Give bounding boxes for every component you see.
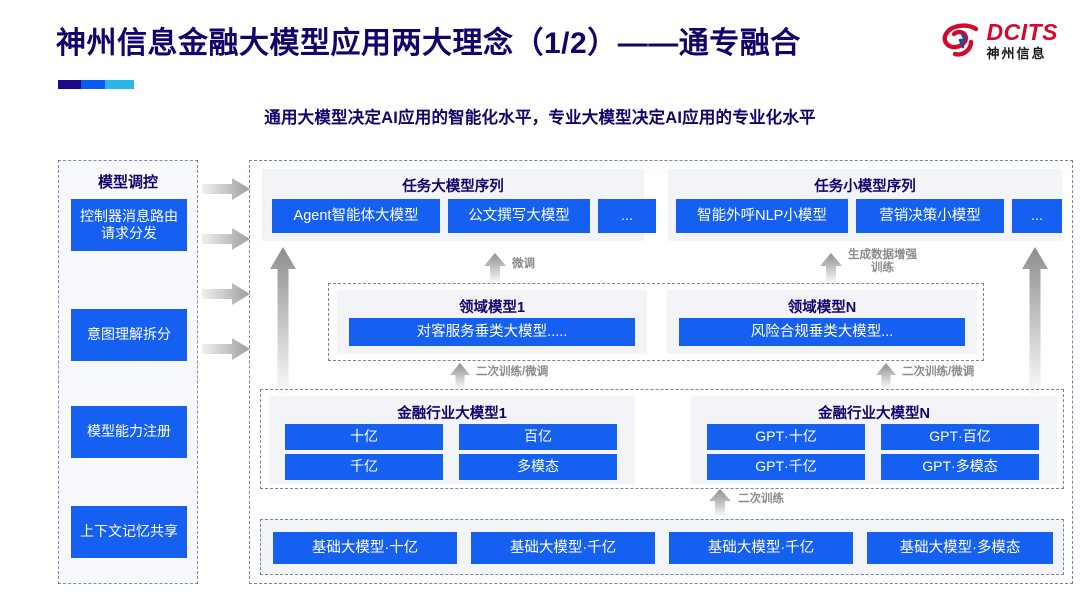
up-arrow-icon [270,247,296,395]
architecture-diagram: 任务大模型序列 Agent智能体大模型 公文撰写大模型 ... 任务小模型序列 … [249,160,1073,584]
domain-model-n-panel: 领域模型N 风险合规垂类大模型... [667,290,977,354]
industry-model-n-title: 金融行业大模型N [818,406,930,422]
industry-model-1-title: 金融行业大模型1 [397,406,507,422]
accent-segment-2 [80,80,106,89]
industry-box-100b[interactable]: 千亿 [285,454,443,480]
domain-model-n-title: 领域模型N [787,300,857,316]
dcits-swirl-icon [941,20,981,60]
industry-box-gpt-10b[interactable]: GPT·百亿 [881,424,1039,450]
task-small-model-panel: 任务小模型序列 智能外呼NLP小模型 营销决策小模型 ... [668,169,1062,241]
logo-name-cn: 神州信息 [986,45,1047,61]
task-large-model-panel: 任务大模型序列 Agent智能体大模型 公文撰写大模型 ... [262,169,656,241]
industry-box-multimodal[interactable]: 多模态 [459,454,617,480]
industry-box-1b[interactable]: 十亿 [285,424,443,450]
right-arrow-icon [202,228,250,250]
task-box-outbound-nlp[interactable]: 智能外呼NLP小模型 [676,199,848,233]
arrow-label-retrain: 二次训练 [738,493,784,505]
domain-layer-group: 领域模型1 对客服务垂类大模型..... 领域模型N 风险合规垂类大模型... [328,283,984,361]
domain-box-customer-service[interactable]: 对客服务垂类大模型..... [349,318,635,346]
accent-segment-1 [58,80,81,89]
foundation-box-100b-b[interactable]: 基础大模型·千亿 [669,532,853,564]
domain-model-1-panel: 领域模型1 对客服务垂类大模型..... [337,290,647,354]
industry-model-n-panel: 金融行业大模型N GPT·十亿 GPT·百亿 GPT·千亿 GPT·多模态 [691,396,1057,484]
company-logo: DCITS 神州信息 [941,20,1059,60]
sidebar-item-intent-parsing[interactable]: 意图理解拆分 [71,309,187,361]
industry-box-gpt-multimodal[interactable]: GPT·多模态 [881,454,1039,480]
industry-box-gpt-1b[interactable]: GPT·十亿 [707,424,865,450]
logo-text: DCITS 神州信息 [986,18,1059,61]
task-box-agent[interactable]: Agent智能体大模型 [272,199,440,233]
accent-segment-3 [105,80,134,89]
title-accent-bar [58,80,134,89]
sidebar-title: 模型调控 [97,174,158,191]
task-box-document-writing[interactable]: 公文撰写大模型 [448,199,590,233]
domain-model-1-title: 领域模型1 [458,300,526,316]
task-small-model-title: 任务小模型序列 [814,179,916,195]
task-box-more[interactable]: ... [1012,199,1062,233]
up-arrow-icon [450,363,470,389]
up-arrow-icon [1022,247,1048,395]
foundation-box-1b[interactable]: 基础大模型·十亿 [273,532,457,564]
task-large-model-title: 任务大模型序列 [402,179,504,195]
logo-name-en: DCITS [986,18,1058,45]
arrow-label-data-augmentation: 生成数据增强 训练 [848,249,917,275]
up-arrow-icon [709,489,731,517]
task-box-more[interactable]: ... [598,199,656,233]
up-arrow-icon [820,253,842,283]
industry-box-10b[interactable]: 百亿 [459,424,617,450]
arrow-label-retrain-tune-right: 二次训练/微调 [902,366,975,378]
industry-layer-group: 金融行业大模型1 十亿 百亿 千亿 多模态 金融行业大模型N GPT·十亿 GP… [260,389,1064,489]
sidebar-item-capability-registry[interactable]: 模型能力注册 [71,406,187,458]
domain-box-risk-compliance[interactable]: 风险合规垂类大模型... [679,318,965,346]
up-arrow-icon [876,363,896,389]
page-subtitle: 通用大模型决定AI应用的智能化水平，专业大模型决定AI应用的专业化水平 [264,109,816,127]
foundation-layer-group: 基础大模型·十亿 基础大模型·千亿 基础大模型·千亿 基础大模型·多模态 [260,519,1064,575]
right-arrow-icon [202,178,250,200]
task-box-marketing-decision[interactable]: 营销决策小模型 [856,199,1004,233]
model-control-sidebar: 模型调控 控制器消息路由请求分发 意图理解拆分 模型能力注册 上下文记忆共享 [58,160,198,584]
right-arrow-icon [202,283,250,305]
arrow-label-retrain-tune-left: 二次训练/微调 [476,366,549,378]
industry-box-gpt-100b[interactable]: GPT·千亿 [707,454,865,480]
page-title: 神州信息金融大模型应用两大理念（1/2）——通专融合 [56,27,801,60]
arrow-label-fine-tune: 微调 [512,258,535,270]
right-arrow-icon [202,338,250,360]
industry-model-1-panel: 金融行业大模型1 十亿 百亿 千亿 多模态 [269,396,635,484]
sidebar-item-controller-routing[interactable]: 控制器消息路由请求分发 [71,199,187,251]
sidebar-item-context-memory[interactable]: 上下文记忆共享 [71,506,187,558]
foundation-box-multimodal[interactable]: 基础大模型·多模态 [867,532,1053,564]
foundation-box-100b-a[interactable]: 基础大模型·千亿 [471,532,655,564]
up-arrow-icon [484,253,506,283]
